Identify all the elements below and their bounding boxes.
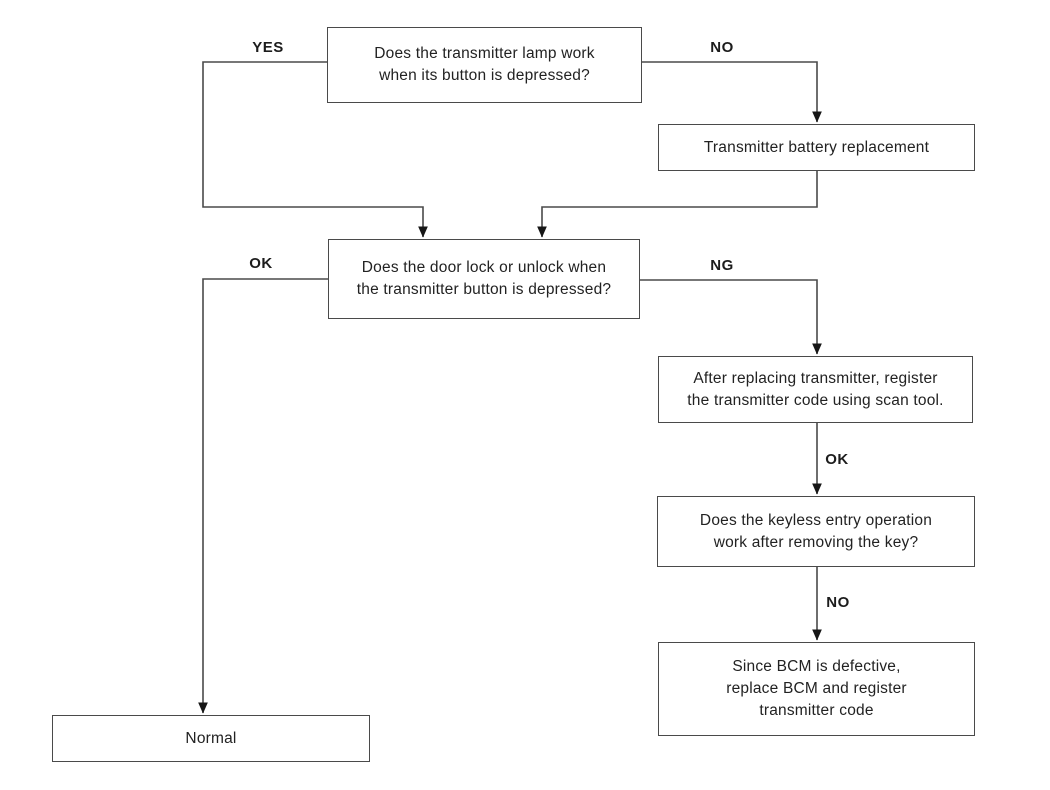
edge-label-keyless-no: NO	[826, 594, 850, 611]
edge-label-lamp-yes: YES	[252, 39, 284, 56]
edge-label-register-ok: OK	[825, 451, 849, 468]
edge-label-lamp-no: NO	[710, 39, 734, 56]
edge-lamp-no-line	[642, 61, 822, 123]
node-door-lock-question: Does the door lock or unlock when the tr…	[328, 239, 640, 319]
edge-door-ng-line	[640, 279, 822, 355]
node-register-transmitter-code: After replacing transmitter, register th…	[658, 356, 973, 423]
node-replace-bcm: Since BCM is defective, replace BCM and …	[658, 642, 975, 736]
edge-battery-out-line	[537, 171, 818, 238]
node-normal-result: Normal	[52, 715, 370, 762]
edge-door-ok-line	[198, 278, 328, 714]
node-keyless-entry-question: Does the keyless entry operation work af…	[657, 496, 975, 567]
node-battery-replacement: Transmitter battery replacement	[658, 124, 975, 171]
node-transmitter-lamp-question: Does the transmitter lamp work when its …	[327, 27, 642, 103]
edge-label-door-ng: NG	[710, 257, 734, 274]
edge-label-door-ok: OK	[249, 255, 273, 272]
